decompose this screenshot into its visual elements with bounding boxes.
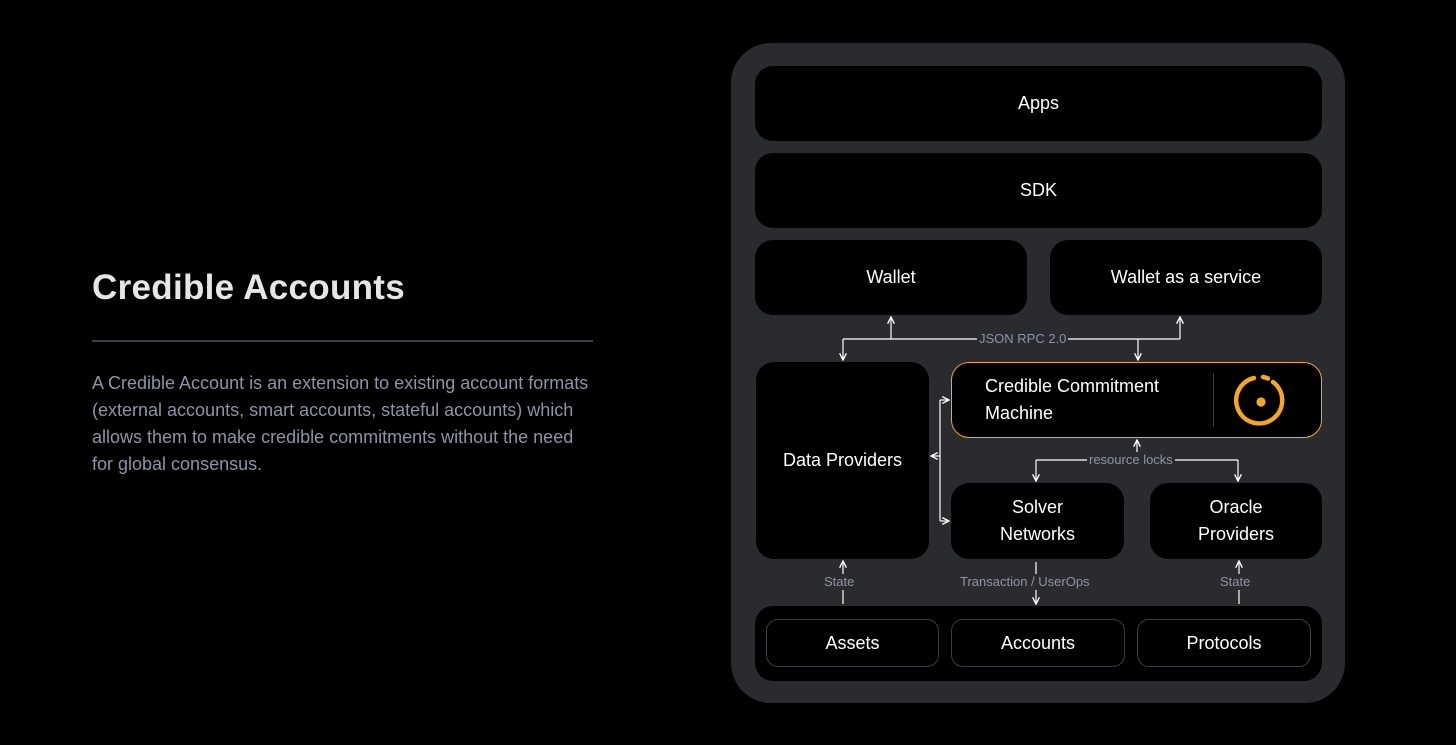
block-sdk: SDK [755,153,1322,228]
block-wallet: Wallet [755,240,1027,315]
block-apps: Apps [755,66,1322,141]
block-protocols: Protocols [1137,619,1311,667]
intro-description: A Credible Account is an extension to ex… [92,373,589,474]
block-solver-networks: Solver Networks [951,483,1124,559]
edge-label-state-left: State [822,574,857,590]
ring-with-dot-logo-icon [1233,374,1285,426]
edge-label-transaction-userops: Transaction / UserOps [958,574,1092,590]
block-oracle-providers: Oracle Providers [1150,483,1322,559]
block-wallet-as-a-service: Wallet as a service [1050,240,1322,315]
edge-label-json-rpc: JSON RPC 2.0 [977,331,1069,347]
intro-title: Credible Accounts [92,268,406,307]
block-credible-commitment-machine: Credible Commitment Machine [951,362,1322,438]
intro-divider [92,340,593,342]
edge-label-resource-locks: resource locks [1087,452,1175,468]
ccm-label: Credible Commitment Machine [985,376,1160,423]
block-data-providers: Data Providers [756,362,929,559]
block-accounts: Accounts [951,619,1125,667]
ccm-divider [1213,373,1214,427]
block-assets: Assets [766,619,939,667]
edge-label-state-right: State [1218,574,1253,590]
